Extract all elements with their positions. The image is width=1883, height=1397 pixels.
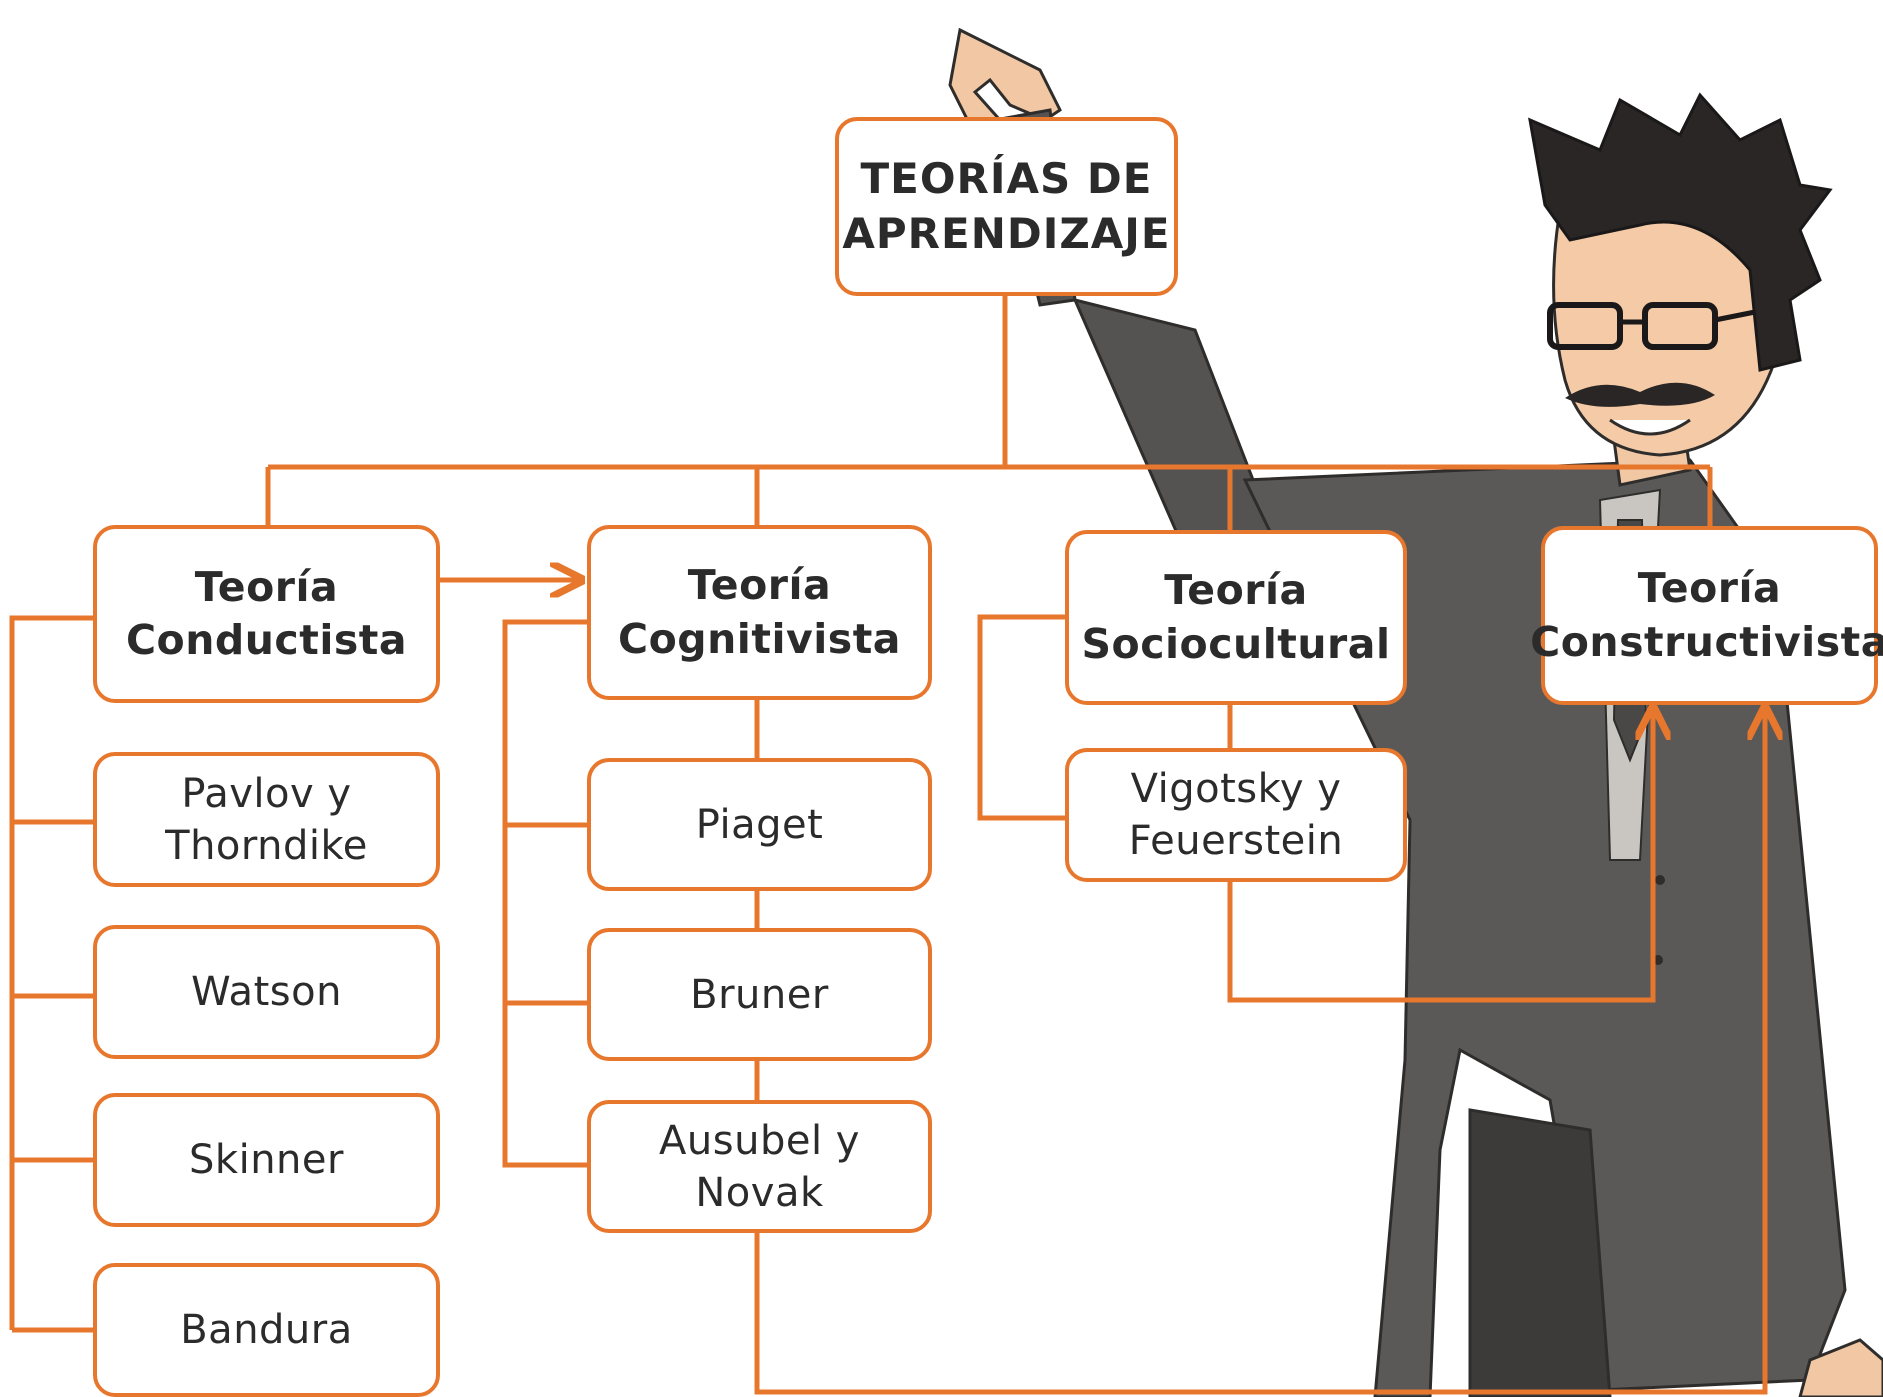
- theory-node-conductista: Teoría Conductista: [93, 525, 440, 703]
- theory-label-line2: Constructivista: [1530, 617, 1883, 666]
- author-label-line2: Thorndike: [165, 822, 368, 869]
- theory-label-line1: Teoría: [194, 562, 339, 611]
- theory-label-line2: Sociocultural: [1081, 619, 1391, 668]
- author-label: Bandura: [180, 1307, 353, 1353]
- theory-node-cognitivista: Teoría Cognitivista: [587, 525, 932, 700]
- root-node: TEORÍAS DE APRENDIZAJE: [835, 117, 1178, 296]
- sociocultural-bracket: [977, 614, 1065, 821]
- author-label-line1: Pavlov y: [181, 770, 352, 817]
- author-label-line2: Feuerstein: [1128, 818, 1344, 864]
- author-label: Piaget: [695, 801, 824, 848]
- author-node-skinner: Skinner: [93, 1093, 440, 1227]
- author-node-bandura: Bandura: [93, 1263, 440, 1397]
- cognitivista-bracket: [502, 619, 587, 1168]
- author-label: Skinner: [189, 1137, 344, 1183]
- root-title-line2: APRENDIZAJE: [842, 208, 1171, 258]
- cognitivista-to-constructivista-arrow: [754, 708, 1765, 1395]
- author-label-line1: Vigotsky y: [1130, 766, 1342, 812]
- author-node-piaget: Piaget: [587, 758, 932, 891]
- root-title-line1: TEORÍAS DE: [860, 153, 1153, 203]
- author-label: Bruner: [690, 971, 829, 1018]
- theory-label-line2: Cognitivista: [618, 614, 901, 663]
- theory-label-line1: Teoría: [1637, 564, 1782, 613]
- author-node-vigotsky-feuerstein: Vigotsky y Feuerstein: [1065, 748, 1407, 882]
- author-node-bruner: Bruner: [587, 928, 932, 1061]
- sociocultural-to-constructivista-arrow: [1227, 708, 1653, 1003]
- author-node-watson: Watson: [93, 925, 440, 1059]
- theory-label-line1: Teoría: [687, 561, 832, 610]
- author-node-pavlov-thorndike: Pavlov y Thorndike: [93, 752, 440, 887]
- conductista-bracket: [9, 615, 93, 1330]
- theory-label-line1: Teoría: [1164, 566, 1308, 615]
- author-label: Ausubel y Novak: [659, 1117, 860, 1216]
- theory-label-line2: Conductista: [125, 616, 408, 664]
- author-node-ausubel-novak: Ausubel y Novak: [587, 1100, 932, 1233]
- author-label: Watson: [191, 969, 342, 1015]
- theory-node-constructivista: Teoría Constructivista: [1530, 526, 1883, 705]
- theory-node-sociocultural: Teoría Sociocultural: [1065, 530, 1407, 705]
